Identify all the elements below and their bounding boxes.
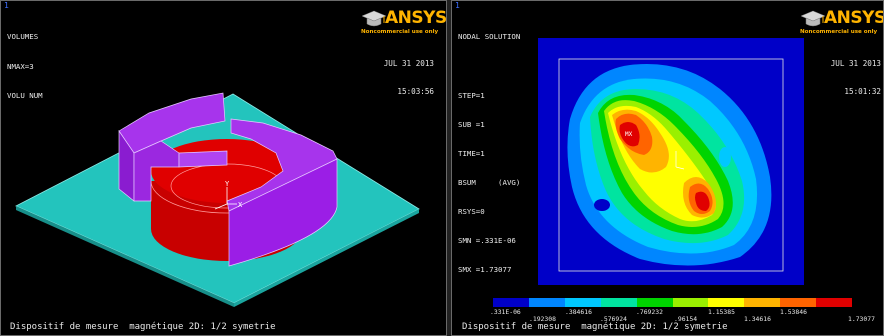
contour-band: [619, 122, 640, 147]
info-line: VOLU NUM: [7, 90, 43, 100]
info-line: BSUM (AVG): [458, 177, 521, 187]
volumes-plot-window[interactable]: 1 VOLUMES NMAX=3 VOLU NUM ANSYS Noncomme…: [0, 0, 447, 336]
legend-label: .769232: [636, 308, 663, 316]
info-line: SMX =1.73077: [458, 265, 512, 275]
legend-label: .576924: [600, 315, 627, 323]
info-line: NMAX=3: [7, 61, 34, 71]
volumes-3d-view[interactable]: Y X: [1, 1, 447, 336]
time-label: 15:01:32: [844, 87, 881, 97]
info-line: TIME=1: [458, 148, 485, 158]
legend-swatch: [600, 298, 637, 307]
base-plate-edge: [16, 206, 234, 307]
logo-brand: ANSYS: [385, 8, 447, 28]
contour-band: [695, 191, 710, 211]
graduation-cap-icon: [361, 10, 387, 27]
logo-notice: Noncommercial use only: [361, 29, 439, 35]
info-line: SMN =.331E-06: [458, 236, 516, 246]
triad-x-axis: [675, 166, 685, 170]
timestamp: JUL 31 2013 15:03:56: [384, 41, 434, 115]
info-line: RSYS=0: [458, 206, 485, 216]
info-line: SUB =1: [458, 119, 485, 129]
window-number: 1: [455, 1, 460, 10]
legend-label: .96154: [674, 315, 698, 323]
legend-label: 1.15385: [708, 308, 735, 316]
legend-label: .384616: [565, 308, 592, 316]
date-label: JUL 31 2013: [830, 59, 881, 69]
max-marker-label: MX: [625, 131, 633, 138]
logo-notice: Noncommercial use only: [800, 29, 878, 35]
plot-info-block: NODAL SOLUTION STEP=1 SUB =1 TIME=1 BSUM…: [458, 13, 520, 294]
contour-island: [594, 199, 610, 211]
legend-swatch: [744, 298, 781, 307]
info-line: STEP=1: [458, 90, 485, 100]
legend-swatch: [493, 298, 529, 307]
time-label: 15:03:56: [397, 87, 434, 97]
info-line: NODAL SOLUTION: [458, 32, 521, 42]
legend-swatch: [708, 298, 745, 307]
date-label: JUL 31 2013: [383, 59, 434, 69]
plot-info-block: VOLUMES NMAX=3 VOLU NUM: [7, 13, 43, 120]
window-divider: [447, 0, 451, 336]
nodal-solution-window[interactable]: 1 NODAL SOLUTION STEP=1 SUB =1 TIME=1 BS…: [451, 0, 884, 336]
legend-label: 1.53846: [780, 308, 807, 316]
window-number: 1: [4, 1, 9, 10]
plot-title: Dispositif de mesure magnétique 2D: 1/2 …: [10, 322, 276, 332]
triad-y-label: Y: [225, 180, 230, 188]
yoke-inner-face: [133, 140, 180, 202]
triad-z-axis: [214, 203, 228, 210]
legend-label: .192308: [529, 315, 556, 323]
yoke-front-curve: [228, 158, 338, 267]
base-plate-edge: [234, 209, 419, 307]
legend-label: 1.73077: [848, 315, 875, 323]
legend-swatch: [816, 298, 853, 307]
contour-plot[interactable]: MX: [452, 1, 884, 336]
ansys-logo: ANSYS Noncommercial use only: [361, 8, 447, 39]
legend-swatch: [564, 298, 601, 307]
legend-swatch: [672, 298, 709, 307]
logo-brand: ANSYS: [824, 8, 884, 28]
legend-label: .331E-06: [490, 308, 521, 316]
contour-island: [719, 147, 731, 167]
contour-legend-bar: [493, 298, 853, 307]
yoke-slot-face: [178, 150, 228, 168]
legend-swatch: [636, 298, 673, 307]
info-line: VOLUMES: [7, 32, 39, 42]
graduation-cap-icon: [800, 10, 826, 27]
ansys-logo: ANSYS Noncommercial use only: [800, 8, 884, 39]
plot-title: Dispositif de mesure magnétique 2D: 1/2 …: [462, 322, 728, 332]
triad-x-label: X: [238, 201, 243, 209]
timestamp: JUL 31 2013 15:01:32: [831, 41, 881, 115]
legend-label: 1.34616: [744, 315, 771, 323]
domain-boundary: [558, 58, 784, 272]
legend-swatch: [528, 298, 565, 307]
legend-swatch: [780, 298, 817, 307]
